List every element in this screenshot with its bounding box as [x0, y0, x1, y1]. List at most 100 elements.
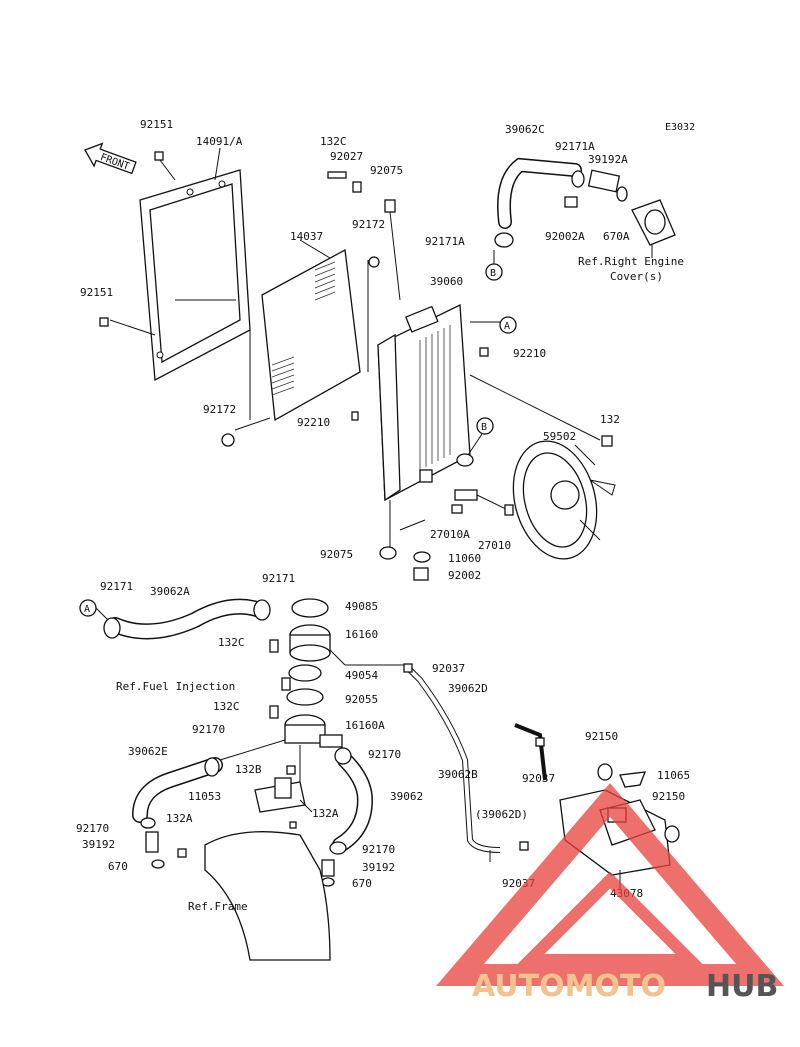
svg-text:A: A: [504, 321, 510, 332]
label-ref-right-engine-1: Ref.Right Engine: [578, 255, 684, 268]
callout-B-mid: B: [476, 417, 494, 435]
watermark-text-hub: HUB: [706, 969, 778, 1004]
label-132B: 132B: [235, 763, 262, 776]
label-14091A: 14091/A: [196, 135, 243, 148]
label-92170-b: 92170: [368, 748, 401, 761]
thermostat-49054: [288, 664, 322, 682]
hose-39062D: [407, 667, 501, 853]
label-49054: 49054: [345, 669, 378, 682]
clamp-92171A-left: [494, 232, 514, 248]
clamp-92171A-top: [571, 170, 585, 188]
bolt-92151-top: [154, 151, 164, 161]
label-39192-left: 39192: [82, 838, 115, 851]
label-14037: 14037: [290, 230, 323, 243]
label-92172-top: 92172: [352, 218, 385, 231]
label-92171A-top: 92171A: [555, 140, 595, 153]
grommet-92172-top: [368, 256, 380, 268]
label-92171-a: 92171: [100, 580, 133, 593]
label-92210-bottom: 92210: [297, 416, 330, 429]
label-670A: 670A: [603, 230, 630, 243]
svg-text:B: B: [481, 422, 487, 433]
clamp-92037-a: [403, 663, 413, 673]
label-92171A-left: 92171A: [425, 235, 465, 248]
cooling-fan-59502: [512, 440, 616, 560]
label-132C-low: 132C: [213, 700, 240, 713]
label-39062D: 39062D: [448, 682, 488, 695]
bolt-92002A: [564, 196, 578, 208]
o-ring-670A: [616, 186, 628, 202]
label-ref-fuel-injection: Ref.Fuel Injection: [116, 680, 235, 693]
label-92170-a: 92170: [192, 723, 225, 736]
pipe-39192-right: [321, 859, 335, 877]
cap-92150-b: [664, 825, 680, 843]
grommet-92075-top: [384, 199, 396, 213]
grommet-92075-bottom: [379, 546, 397, 560]
callout-B-top: B: [485, 263, 503, 281]
bracket-11053: [254, 777, 306, 813]
svg-text:B: B: [490, 268, 496, 279]
hose-39062C: [497, 157, 582, 229]
watermark-logo: [436, 783, 784, 986]
label-92170-c: 92170: [76, 822, 109, 835]
label-670-left: 670: [108, 860, 128, 873]
nut-92210-right: [479, 347, 489, 357]
label-670-right: 670: [352, 877, 372, 890]
hose-39062B: [514, 723, 547, 781]
label-92151-left: 92151: [80, 286, 113, 299]
front-arrow-icon: FRONT: [84, 142, 137, 175]
label-92027: 92027: [330, 150, 363, 163]
label-39062E: 39062E: [128, 745, 168, 758]
callout-A-right: A: [499, 316, 517, 334]
label-92037-b: 92037: [522, 772, 555, 785]
clamp-92170-d: [329, 841, 347, 855]
label-92075-top: 92075: [370, 164, 403, 177]
label-39062A: 39062A: [150, 585, 190, 598]
bolt-132A-a: [177, 848, 187, 858]
washer-11060: [413, 551, 431, 563]
label-132A-a: 132A: [166, 812, 193, 825]
bolt-132C-top: [327, 171, 347, 179]
label-92210-right: 92210: [513, 347, 546, 360]
label-132A-b: 132A: [312, 807, 339, 820]
label-11060: 11060: [448, 552, 481, 565]
label-16160A: 16160A: [345, 719, 385, 732]
engine-cover-ref: [631, 199, 676, 246]
label-11065: 11065: [657, 769, 690, 782]
frame-ref: [204, 831, 331, 961]
radiator-core: [377, 303, 474, 502]
label-16160: 16160: [345, 628, 378, 641]
label-27010: 27010: [478, 539, 511, 552]
watermark-text-auto: AUTOMOTO: [472, 969, 666, 1004]
cap-92150-a: [597, 763, 613, 781]
hose-39062: [332, 752, 374, 853]
clamp-92170-c: [140, 817, 156, 829]
label-49085: 49085: [345, 600, 378, 613]
bolt-132-right: [601, 435, 613, 447]
label-92151-top: 92151: [140, 118, 173, 131]
label-39192-right: 39192: [362, 861, 395, 874]
diagram-code: E3032: [665, 122, 695, 133]
plug-92002: [413, 567, 429, 581]
label-92170-d: 92170: [362, 843, 395, 856]
label-39062C: 39062C: [505, 123, 545, 136]
label-92037-a: 92037: [432, 662, 465, 675]
label-39060: 39060: [430, 275, 463, 288]
bolt-132C-mid: [269, 639, 279, 653]
pipe-39192-left: [145, 831, 159, 853]
label-59502: 59502: [543, 430, 576, 443]
label-ref-right-engine-2: Cover(s): [610, 270, 663, 283]
clamp-92037-c: [519, 841, 529, 851]
radiator-screen: [261, 248, 361, 422]
label-132C-top: 132C: [320, 135, 347, 148]
bolt-132B: [286, 765, 296, 775]
label-92002: 92002: [448, 569, 481, 582]
bracket-11065: [619, 771, 646, 788]
clamp-92171-a: [103, 617, 121, 639]
housing-16160: [289, 624, 331, 662]
label-92150-b: 92150: [652, 790, 685, 803]
cap-49085: [291, 598, 329, 618]
label-ref-frame: Ref.Frame: [188, 900, 248, 913]
label-92150-a: 92150: [585, 730, 618, 743]
